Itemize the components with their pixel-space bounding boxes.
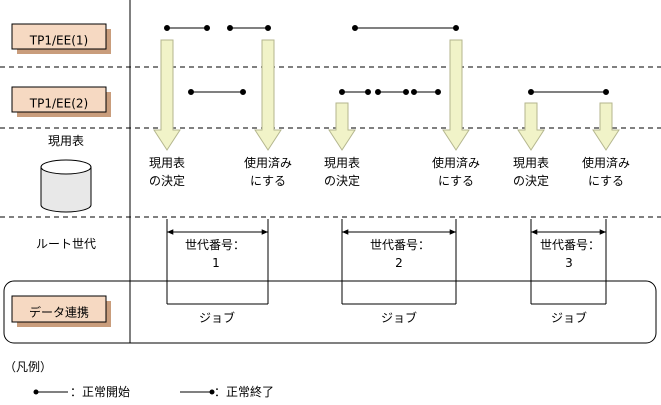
used-label-3b: にする xyxy=(588,174,624,188)
legend-title: （凡例） xyxy=(4,360,52,374)
generation-labels: 世代番号： 1 世代番号： 2 世代番号： 3 ジョブ ジョブ ジョブ xyxy=(185,238,600,325)
arrow-decide-3 xyxy=(517,102,545,151)
generation-brackets xyxy=(166,219,607,305)
box-tp1-ee1-label: TP1/EE(1) xyxy=(29,34,88,48)
legend: （凡例） ：正常開始 ：正常終了 xyxy=(4,360,274,399)
used-label-2a: 使用済み xyxy=(432,155,480,170)
gen-label-3b: 3 xyxy=(565,256,573,270)
decide-label-2a: 現用表 xyxy=(324,156,360,170)
job-label-3: ジョブ xyxy=(551,310,587,325)
gen-label-1b: 1 xyxy=(212,256,220,270)
process-lines xyxy=(164,25,609,95)
box-data-link: データ連携 xyxy=(11,295,111,327)
gen-label-2b: 2 xyxy=(395,256,403,270)
decide-label-1a: 現用表 xyxy=(149,156,185,170)
job-label-2: ジョブ xyxy=(381,310,417,325)
arrow-used-1 xyxy=(254,39,282,151)
gen-label-3a: 世代番号： xyxy=(540,238,600,252)
gen-label-1a: 世代番号： xyxy=(185,238,245,252)
decide-label-1b: の決定 xyxy=(149,173,185,188)
cycle-labels: 現用表 の決定 使用済み にする 現用表 の決定 使用済み にする 現用表 の決… xyxy=(149,155,630,188)
decide-label-3a: 現用表 xyxy=(513,156,549,170)
box-tp1-ee2-label: TP1/EE(2) xyxy=(29,97,88,111)
gen-label-2a: 世代番号： xyxy=(370,238,430,252)
box-tp1-ee2: TP1/EE(2) xyxy=(11,86,111,117)
down-arrows xyxy=(153,39,620,151)
legend-normal-start: ：正常開始 xyxy=(70,385,130,399)
row-separators xyxy=(0,66,661,218)
arrow-decide-1 xyxy=(153,39,181,151)
current-table-label: 現用表 xyxy=(48,134,84,148)
route-gen-label: ルート世代 xyxy=(36,237,96,251)
arrow-used-2 xyxy=(442,39,470,151)
decide-label-2b: の決定 xyxy=(324,173,360,188)
used-label-1a: 使用済み xyxy=(244,155,292,170)
arrow-decide-2 xyxy=(328,102,356,151)
database-cylinder-icon xyxy=(40,159,92,213)
box-data-link-label: データ連携 xyxy=(29,305,89,320)
end-dot-icon xyxy=(209,389,215,395)
legend-normal-end: ：正常終了 xyxy=(214,384,274,399)
decide-label-3b: の決定 xyxy=(513,173,549,188)
used-label-1b: にする xyxy=(250,174,286,188)
used-label-3a: 使用済み xyxy=(582,155,630,170)
arrow-used-3 xyxy=(592,102,620,151)
used-label-2b: にする xyxy=(438,174,474,188)
job-label-1: ジョブ xyxy=(199,310,235,325)
start-dot-icon xyxy=(33,389,39,395)
data-link-panel xyxy=(3,280,657,344)
box-tp1-ee1: TP1/EE(1) xyxy=(11,23,111,54)
